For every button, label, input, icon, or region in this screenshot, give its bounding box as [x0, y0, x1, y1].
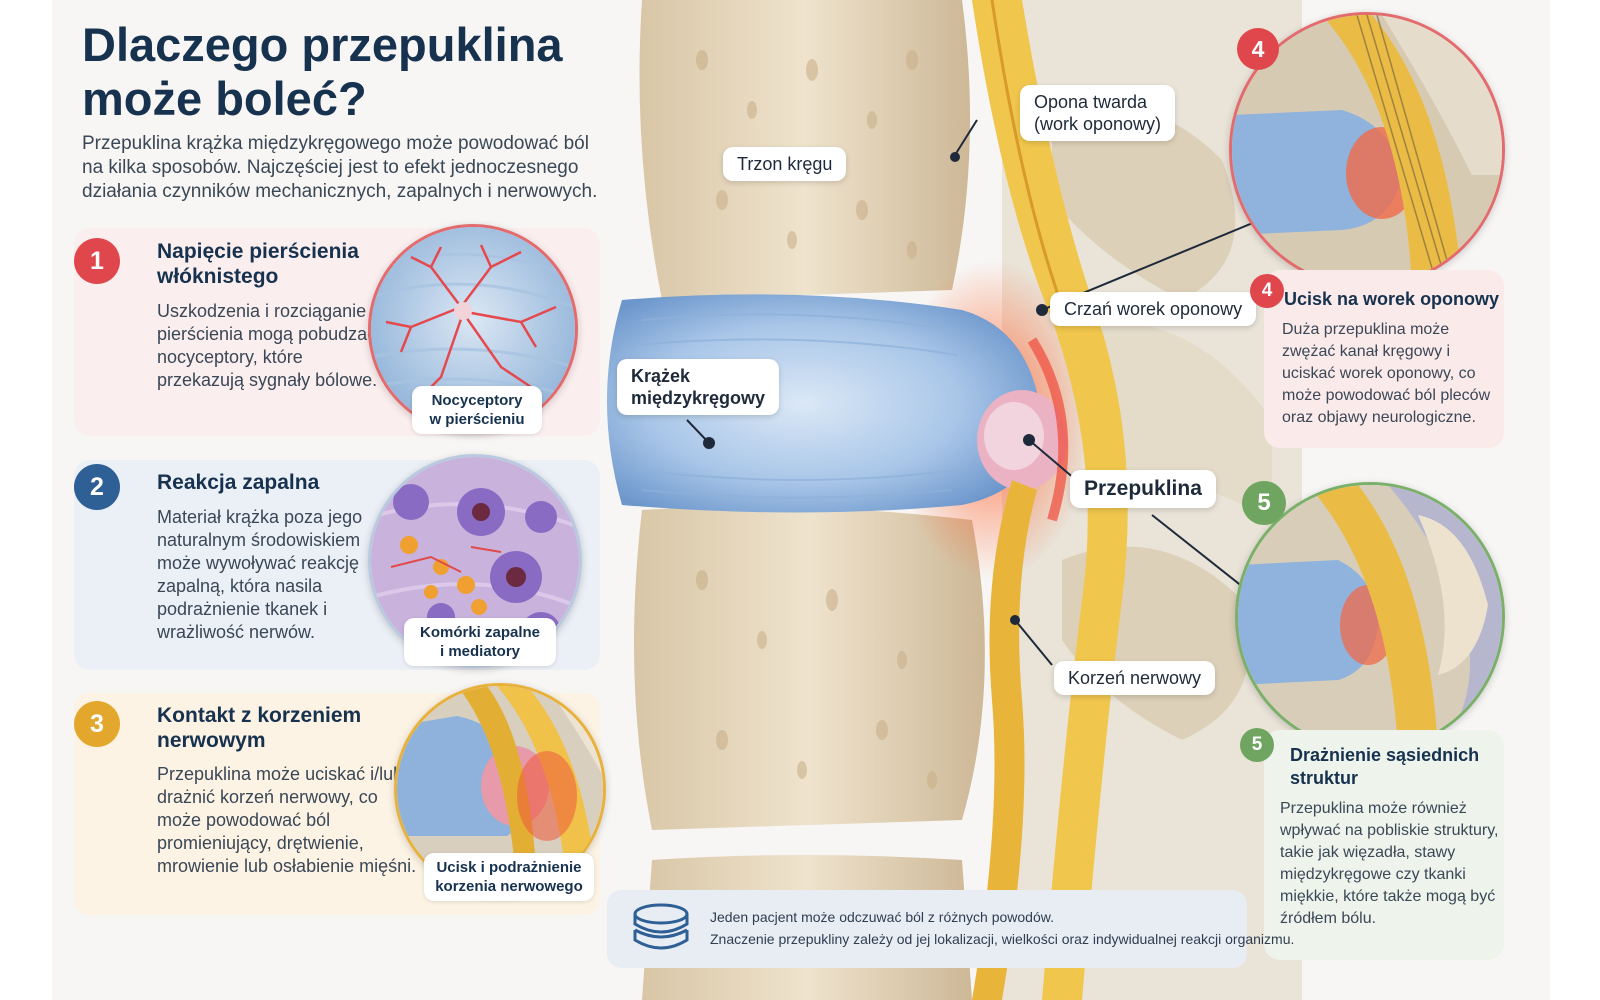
cause-panel-2: 2 Reakcja zapalna Materiał krążka poza j… — [74, 454, 600, 670]
spine-illustration: Trzon kręgu Opona twarda (work oponowy) … — [582, 0, 1302, 1000]
dural-sac-compression-illustration — [1229, 12, 1505, 288]
page-title: Dlaczego przepuklina może boleć? — [82, 18, 563, 125]
number-badge-4: 4 — [1250, 274, 1284, 308]
number-badge-3: 3 — [74, 701, 120, 747]
label-dural-sac: Crzań worek oponowy — [1050, 292, 1257, 326]
cause-panel-4: 4 Ucisk na worek oponowy Duża przepuklin… — [1250, 270, 1504, 448]
cause-2-body: Materiał krążka poza jego naturalnym śro… — [157, 507, 363, 642]
label-dura-mater: Opona twarda (work oponowy) — [1020, 85, 1176, 141]
cause-3-heading: Kontakt z korzeniem nerwowym — [157, 704, 362, 752]
cause-1-body: Uszkodzenia i rozciąganie pierścienia mo… — [157, 301, 378, 390]
label-hernia: Przepuklina — [1070, 470, 1216, 508]
number-badge-2: 2 — [74, 464, 120, 510]
label-vertebral-body: Trzon kręgu — [723, 147, 847, 181]
adjacent-structures-illustration — [1235, 482, 1505, 752]
number-badge-5-large: 5 — [1242, 481, 1286, 525]
intro-text: Przepuklina krążka międzykręgowego może … — [82, 133, 598, 202]
number-badge-5: 5 — [1240, 728, 1274, 762]
infographic: Dlaczego przepuklina może boleć? Przepuk… — [52, 0, 1550, 1000]
cause-panel-3: 3 Kontakt z korzeniem nerwowym Przepukli… — [74, 683, 606, 915]
cause-5-body: Przepuklina może również wpływać na pobl… — [1280, 800, 1499, 927]
caption-nocyceptors: Nocyceptory w pierścieniu — [412, 386, 542, 434]
cause-panel-1: 1 Napięcie pierścienia włóknistego Uszko… — [74, 224, 600, 436]
cause-1-heading: Napięcie pierścienia włóknistego — [157, 240, 359, 288]
label-nerve-root: Korzeń nerwowy — [1054, 661, 1216, 695]
note-line-2: Znaczenie przepukliny zależy od jej loka… — [710, 931, 1295, 947]
number-badge-4-large: 4 — [1237, 28, 1279, 70]
disc-stack-icon — [631, 900, 691, 963]
cause-panel-5: 5 Drażnienie sąsiednich struktur Przepuk… — [1240, 728, 1504, 960]
number-badge-1: 1 — [74, 238, 120, 284]
caption-inflammatory-cells: Komórki zapalne i mediatory — [404, 618, 556, 666]
cause-4-heading: Ucisk na worek oponowy — [1284, 289, 1500, 309]
footer-note: Jeden pacjent może odczuwać ból z różnyc… — [607, 890, 1294, 968]
cause-3-body: Przepuklina może uciskać i/lub drażnić k… — [157, 764, 417, 876]
note-line-1: Jeden pacjent może odczuwać ból z różnyc… — [710, 909, 1054, 925]
caption-nerve-compression: Ucisk i podrażnienie korzenia nerwowego — [424, 853, 594, 901]
cause-4-body: Duża przepuklina może zwężać kanał kręgo… — [1282, 321, 1491, 426]
cause-5-heading: Drażnienie sąsiednich struktur — [1290, 745, 1480, 788]
label-intervertebral-disc: Krążek międzykręgowy — [617, 359, 780, 415]
cause-2-heading: Reakcja zapalna — [157, 471, 320, 494]
